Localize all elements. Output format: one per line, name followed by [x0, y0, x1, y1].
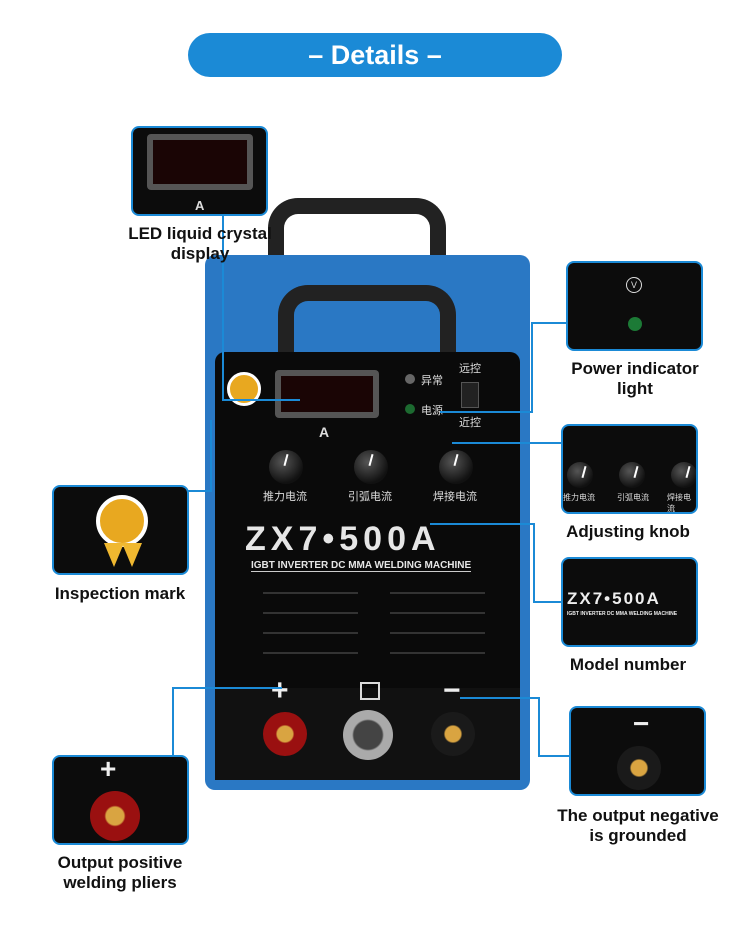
- display-unit: A: [319, 424, 330, 440]
- positive-callout-label: Output positive welding pliers: [57, 853, 183, 892]
- knob-label: 焊接电流: [667, 493, 691, 513]
- minus-sign: −: [633, 708, 650, 739]
- inspection-seal-icon: [96, 495, 148, 547]
- power-led-icon: [405, 404, 415, 414]
- abnormal-led-icon: [405, 374, 415, 384]
- model-text: ZX7•500A: [245, 520, 441, 558]
- power-callout-label: Power indicator light: [571, 359, 699, 398]
- inspection-callout-label: Inspection mark: [54, 584, 186, 603]
- power-label: 电源: [421, 405, 443, 417]
- knob-label: 推力电流: [563, 493, 595, 502]
- details-header: – Details –: [188, 33, 562, 77]
- negative-terminal[interactable]: [431, 712, 475, 756]
- thrust-current-knob[interactable]: [269, 450, 303, 484]
- model-subtitle: IGBT INVERTER DC MMA WELDING MACHINE: [251, 560, 472, 572]
- switch-top-label: 远控: [459, 363, 481, 375]
- front-panel: A 异常 电源 远控 近控 推力电流 引弧电流 焊接电流 ZX7•500A IG…: [215, 352, 520, 692]
- led-callout-label: LED liquid crystal display: [128, 224, 272, 263]
- remote-socket-icon: [360, 682, 380, 700]
- knob-callout-image: 推力电流 引弧电流 焊接电流: [561, 424, 698, 514]
- knob-callout-label: Adjusting knob: [566, 522, 690, 541]
- led-display: [275, 370, 379, 418]
- model-subtitle: IGBT INVERTER DC MMA WELDING MACHINE: [567, 611, 678, 617]
- knob-label: 焊接电流: [433, 491, 477, 503]
- plus-sign: +: [100, 755, 117, 784]
- display-unit: A: [195, 198, 205, 213]
- model-callout-label: Model number: [569, 655, 687, 674]
- rear-handle: [268, 198, 446, 268]
- positive-terminal[interactable]: [263, 712, 307, 756]
- remote-switch[interactable]: [461, 382, 479, 408]
- knob-label: 推力电流: [263, 491, 307, 503]
- welding-current-knob[interactable]: [439, 450, 473, 484]
- negative-callout-image: −: [569, 706, 706, 796]
- knob-label: 引弧电流: [617, 493, 649, 502]
- abnormal-label: 异常: [421, 375, 443, 387]
- plus-sign: +: [271, 674, 289, 707]
- power-led-icon: [628, 317, 642, 331]
- inspection-callout-image: [52, 485, 189, 575]
- negative-callout-label: The output negative is grounded: [557, 806, 719, 845]
- minus-sign: −: [443, 674, 461, 707]
- positive-callout-image: +: [52, 755, 189, 845]
- control-socket[interactable]: [343, 710, 393, 760]
- knob-label: 引弧电流: [348, 491, 392, 503]
- power-callout-image: V: [566, 261, 703, 351]
- arc-start-knob[interactable]: [354, 450, 388, 484]
- voltage-symbol-icon: V: [626, 277, 642, 293]
- switch-bottom-label: 近控: [459, 417, 481, 429]
- model-callout-image: ZX7•500A IGBT INVERTER DC MMA WELDING MA…: [561, 557, 698, 647]
- output-panel: + −: [215, 674, 520, 780]
- model-text: ZX7•500A: [567, 589, 661, 608]
- led-callout-image: A: [131, 126, 268, 216]
- front-handle: [278, 285, 456, 353]
